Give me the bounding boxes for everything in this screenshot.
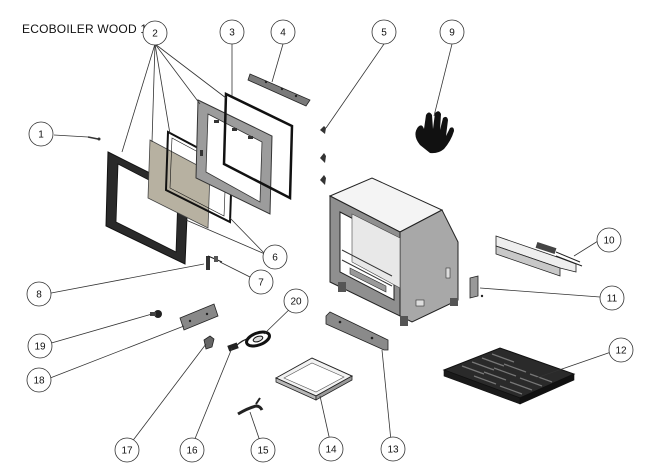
- svg-text:15: 15: [257, 446, 269, 457]
- callout-18: 18: [26, 367, 52, 393]
- callout-10: 10: [596, 227, 622, 253]
- cover-plate-part: [179, 303, 219, 331]
- svg-text:17: 17: [121, 446, 133, 457]
- svg-text:2: 2: [152, 29, 158, 40]
- leader-lines: [40, 43, 615, 448]
- ash-tray-part: [274, 357, 354, 401]
- screw-part: [87, 136, 101, 141]
- svg-text:16: 16: [186, 446, 198, 457]
- svg-text:11: 11: [607, 294, 618, 305]
- callout-19: 19: [27, 333, 53, 359]
- callout-2: 2: [142, 20, 168, 46]
- thermostat-part: [245, 330, 271, 348]
- svg-text:6: 6: [272, 253, 278, 264]
- diagram-title: ECOBOILER WOOD 12: [22, 22, 155, 36]
- callout-3: 3: [219, 19, 245, 45]
- svg-text:13: 13: [387, 445, 399, 456]
- door-seal-part: [222, 92, 294, 201]
- callout-4: 4: [270, 19, 296, 45]
- knob-part: [150, 310, 162, 318]
- callout-13: 13: [380, 436, 406, 462]
- glove-part: [415, 111, 454, 154]
- callout-12: 12: [608, 337, 634, 363]
- callout-8: 8: [26, 281, 52, 307]
- svg-text:18: 18: [33, 376, 45, 387]
- callout-20: 20: [283, 288, 309, 314]
- svg-text:7: 7: [258, 278, 264, 289]
- control-rail-part: [495, 235, 583, 277]
- svg-text:12: 12: [615, 346, 627, 357]
- door-handle-part: [206, 255, 223, 270]
- callout-6: 6: [262, 244, 288, 270]
- grate-part: [442, 347, 576, 405]
- riddling-tool-part: [237, 397, 264, 416]
- callout-16: 16: [179, 437, 205, 463]
- callout-5: 5: [371, 19, 397, 45]
- svg-text:9: 9: [449, 28, 455, 39]
- callout-14: 14: [318, 436, 344, 462]
- svg-text:3: 3: [229, 28, 235, 39]
- callout-17: 17: [114, 437, 140, 463]
- stove-body-part: [328, 177, 459, 326]
- svg-text:10: 10: [603, 236, 615, 247]
- front-bracket-part: [325, 311, 389, 351]
- callouts: 1 2 3 4 5 6 7 8: [26, 19, 634, 463]
- hinge-strip-part: [247, 73, 311, 107]
- glass-panel-part: [147, 139, 211, 229]
- door-frame-part: [105, 151, 189, 265]
- svg-text:14: 14: [325, 445, 337, 456]
- side-plate-part: [469, 275, 484, 299]
- callout-15: 15: [250, 437, 276, 463]
- svg-text:4: 4: [280, 28, 286, 39]
- callout-9: 9: [439, 19, 465, 45]
- latch-bracket-part: [203, 335, 215, 350]
- inner-door-frame-part: [195, 99, 273, 215]
- callout-7: 7: [248, 269, 274, 295]
- svg-text:20: 20: [290, 297, 302, 308]
- svg-text:1: 1: [38, 130, 44, 141]
- door-clips-part: [320, 126, 326, 185]
- svg-text:5: 5: [381, 28, 387, 39]
- svg-text:8: 8: [36, 290, 42, 301]
- callout-11: 11: [599, 285, 625, 311]
- callout-1: 1: [28, 121, 54, 147]
- svg-text:19: 19: [34, 342, 46, 353]
